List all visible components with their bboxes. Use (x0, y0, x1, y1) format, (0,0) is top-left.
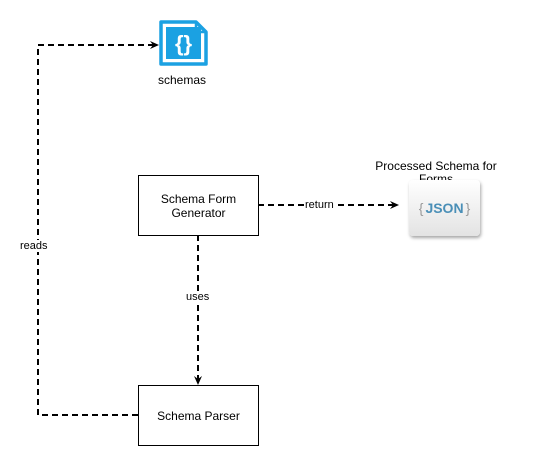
edge-return-label: return (304, 199, 335, 211)
close-brace-icon: } (465, 200, 471, 216)
schema-form-generator-box[interactable]: Schema Form Generator (138, 175, 259, 236)
schema-parser-box[interactable]: Schema Parser (138, 385, 259, 446)
edge-reads (37, 41, 159, 416)
schemas-label: schemas (157, 73, 207, 87)
json-badge-text: JSON (425, 200, 464, 216)
json-file-icon: {} (159, 20, 208, 66)
edge-reads-label: reads (19, 240, 49, 252)
svg-text:{}: {} (175, 31, 193, 56)
edge-uses-label: uses (185, 291, 211, 303)
open-brace-icon: { (418, 200, 424, 216)
json-badge-icon: { JSON } (409, 180, 480, 236)
